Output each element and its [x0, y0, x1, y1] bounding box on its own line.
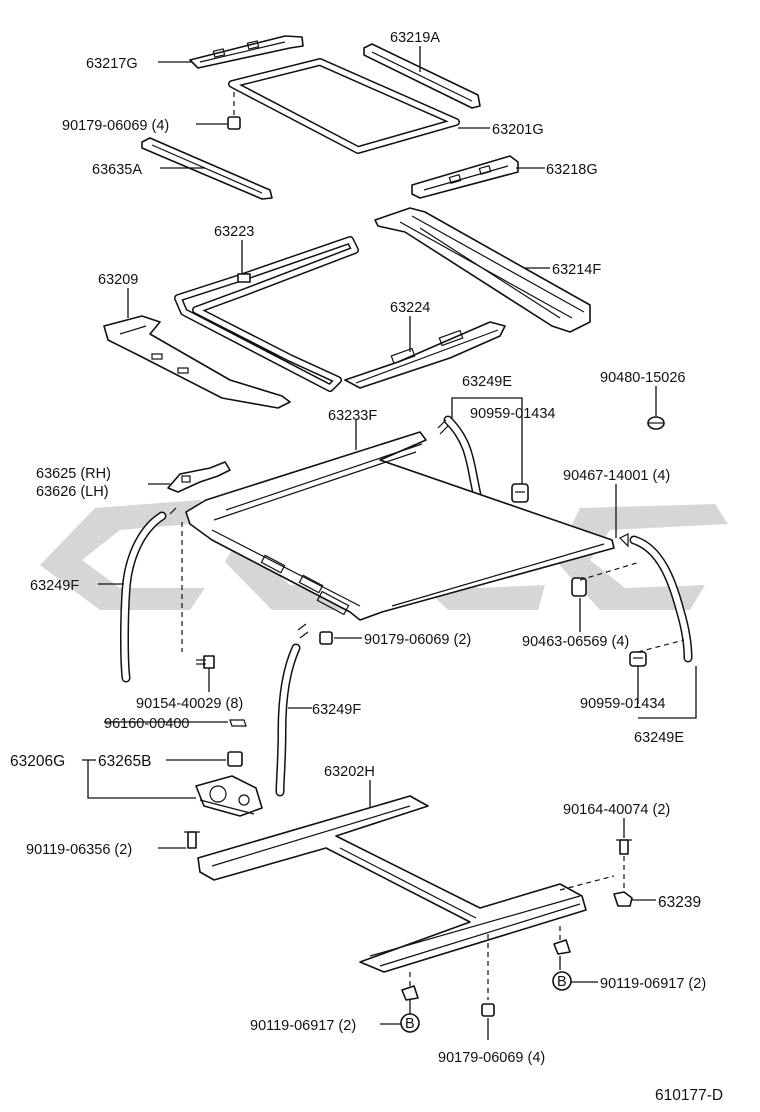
label-63626: 63626 (LH) — [36, 484, 109, 500]
label-63223: 63223 — [214, 224, 254, 240]
part-63219A — [363, 43, 481, 109]
diagram-id: 610177-D — [655, 1087, 723, 1104]
part-63249E-hose-right — [618, 533, 693, 663]
part-90179-06069-clip-top — [227, 116, 241, 130]
label-90463-06569: 90463-06569 (4) — [522, 634, 629, 650]
label-63224: 63224 — [390, 300, 430, 316]
part-90119-06356-bolt — [184, 831, 200, 849]
label-63265B: 63265B — [98, 753, 151, 770]
part-90119-06917-bracket-left — [401, 985, 419, 1001]
label-90480-15026: 90480-15026 — [600, 370, 685, 386]
label-63635A: 63635A — [92, 162, 142, 178]
label-63217G: 63217G — [86, 56, 138, 72]
part-63239 — [613, 891, 633, 907]
label-90959-01434-top: 90959-01434 — [470, 406, 555, 422]
part-90179-06069-clip-mid — [319, 631, 333, 645]
label-90179-06069-4-bottom: 90179-06069 (4) — [438, 1050, 545, 1066]
part-63625-63626-bracket — [167, 461, 231, 493]
callout-b-left-text: B — [405, 1016, 415, 1032]
label-63249E-top: 63249E — [462, 374, 512, 390]
label-63233F: 63233F — [328, 408, 377, 424]
part-63249F-hose-left — [120, 507, 177, 683]
label-63202H: 63202H — [324, 764, 375, 780]
callout-b-right: B — [552, 971, 572, 991]
part-63209 — [103, 315, 291, 409]
label-90179-06069-2: 90179-06069 (2) — [364, 632, 471, 648]
label-90164-40074: 90164-40074 (2) — [563, 802, 670, 818]
part-63217G — [189, 35, 304, 69]
part-90463-06569-clip — [571, 577, 587, 597]
part-63233F-housing — [185, 431, 615, 621]
label-63209: 63209 — [98, 272, 138, 288]
label-63625: 63625 (RH) — [36, 466, 111, 482]
part-63214F — [374, 207, 591, 333]
label-63206G: 63206G — [10, 753, 65, 770]
part-90179-06069-clip-bottom — [481, 1003, 495, 1017]
part-96160-00400 — [229, 719, 247, 727]
part-63635A — [141, 137, 273, 200]
part-90119-06917-bracket-right — [553, 939, 571, 955]
label-90119-06356: 90119-06356 (2) — [26, 842, 132, 858]
part-63265B — [227, 751, 243, 767]
part-63223-frame — [174, 236, 359, 392]
label-96160-00400: 96160-00400 — [104, 716, 189, 732]
callout-b-left: B — [400, 1013, 420, 1033]
label-63219A: 63219A — [390, 30, 440, 46]
label-90467-14001: 90467-14001 (4) — [563, 468, 670, 484]
label-63249F-mid: 63249F — [312, 702, 361, 718]
part-90164-40074-screw — [616, 839, 632, 855]
part-63202H-base — [197, 795, 587, 973]
part-90959-01434-clamp-top — [511, 483, 529, 503]
label-63239: 63239 — [658, 894, 701, 911]
label-90959-01434-bottom: 90959-01434 — [580, 696, 665, 712]
part-63224 — [344, 321, 506, 389]
label-63218G: 63218G — [546, 162, 598, 178]
callout-b-right-text: B — [557, 974, 567, 990]
part-90154-40029-screw — [196, 655, 215, 669]
part-63218G — [411, 155, 519, 199]
label-63201G: 63201G — [492, 122, 544, 138]
part-63206G-motor — [195, 775, 263, 817]
part-63201G-seal — [228, 58, 460, 154]
label-90119-06917-right: 90119-06917 (2) — [600, 976, 706, 992]
label-90179-06069-4-top: 90179-06069 (4) — [62, 118, 169, 134]
label-63249F-left: 63249F — [30, 578, 79, 594]
label-90119-06917-left: 90119-06917 (2) — [250, 1018, 356, 1034]
label-63214F: 63214F — [552, 262, 601, 278]
label-63249E-bottom: 63249E — [634, 730, 684, 746]
part-63249F-hose-mid — [275, 623, 309, 797]
label-90154-40029: 90154-40029 (8) — [136, 696, 243, 712]
part-90480-15026 — [647, 416, 665, 430]
part-90959-01434-clamp-bottom — [629, 651, 647, 667]
